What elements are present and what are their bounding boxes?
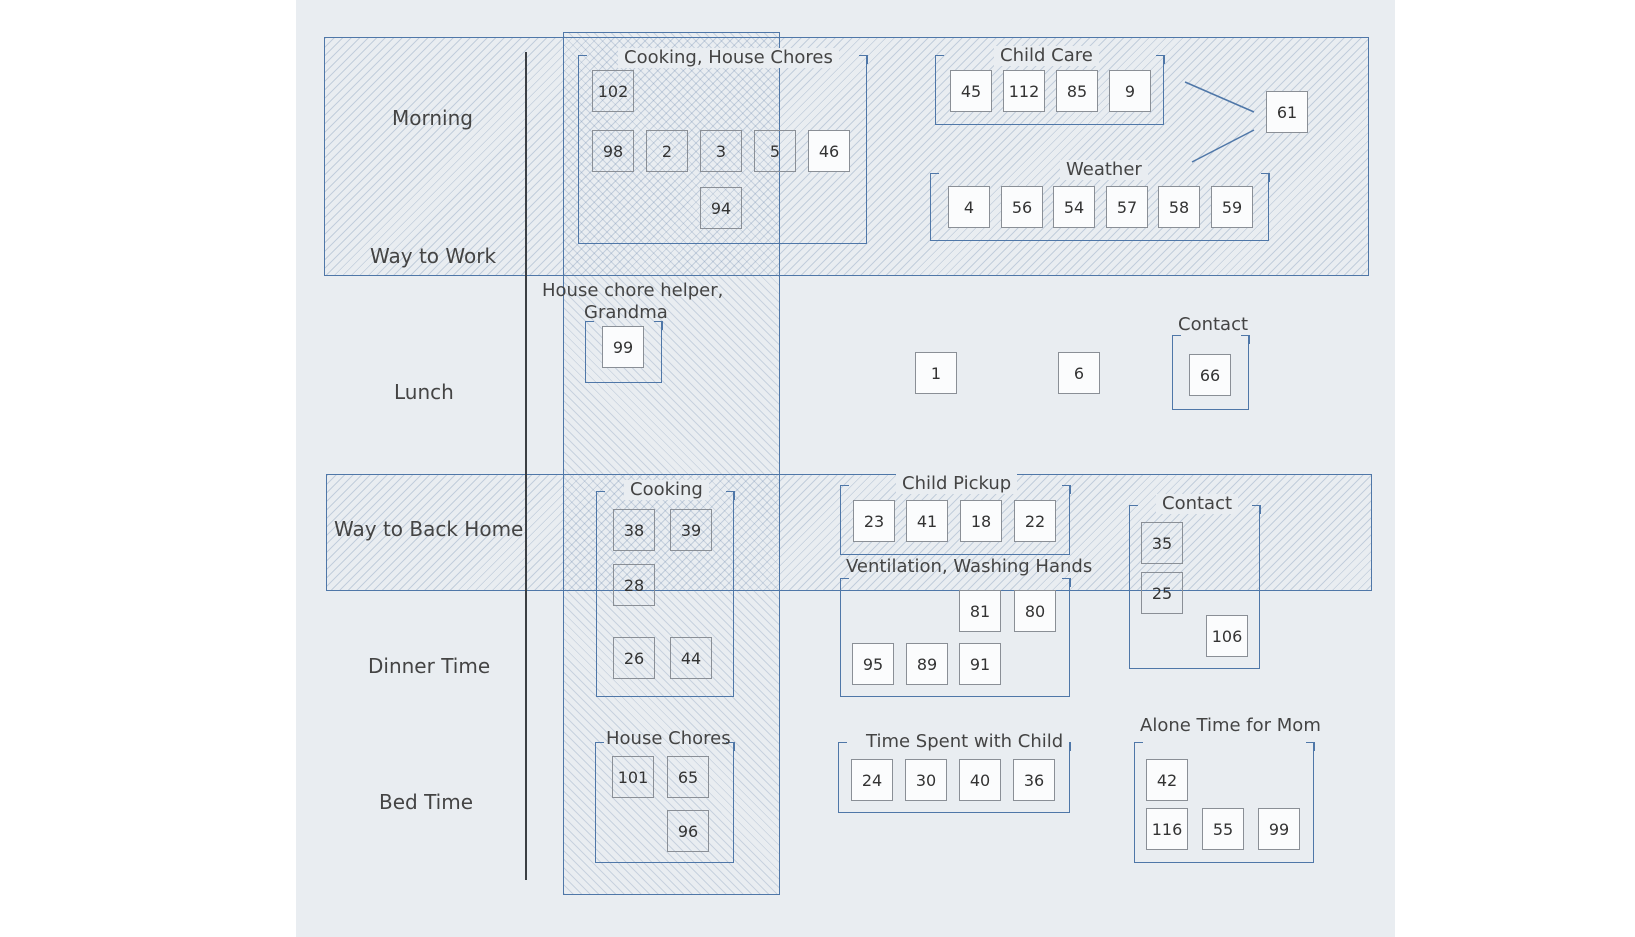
item-4: 4 [948, 186, 990, 228]
item-26: 26 [613, 637, 655, 679]
item-95: 95 [852, 643, 894, 685]
item-44: 44 [670, 637, 712, 679]
item-99-alone: 99 [1258, 808, 1300, 850]
row-label-bed: Bed Time [379, 790, 474, 814]
group-title-helper-line1: House chore helper, [542, 280, 724, 301]
item-5: 5 [754, 130, 796, 172]
item-46: 46 [808, 130, 850, 172]
group-title-alone-time: Alone Time for Mom [1140, 715, 1321, 736]
item-80: 80 [1014, 590, 1056, 632]
group-title-weather: Weather [1060, 160, 1148, 180]
item-99-helper: 99 [602, 326, 644, 368]
group-weather [929, 173, 1270, 241]
item-1: 1 [915, 352, 957, 394]
item-96: 96 [667, 810, 709, 852]
item-54: 54 [1053, 186, 1095, 228]
item-66: 66 [1189, 354, 1231, 396]
row-label-way-back-home: Way to Back Home [334, 517, 524, 541]
item-39: 39 [670, 509, 712, 551]
group-house-chores-bed [594, 742, 735, 863]
item-94: 94 [700, 187, 742, 229]
group-title-contact-lunch: Contact [1172, 315, 1255, 335]
item-9: 9 [1109, 70, 1151, 112]
item-3: 3 [700, 130, 742, 172]
group-title-house-chores-bed: House Chores [606, 728, 731, 749]
item-61: 61 [1266, 91, 1308, 133]
item-22: 22 [1014, 500, 1056, 542]
item-36: 36 [1013, 759, 1055, 801]
item-102: 102 [592, 70, 634, 112]
group-title-cooking-house-chores: Cooking, House Chores [618, 48, 839, 68]
item-24: 24 [851, 759, 893, 801]
way-back-home-band [326, 474, 1372, 591]
item-45: 45 [950, 70, 992, 112]
group-title-child-pickup: Child Pickup [896, 474, 1018, 494]
group-title-ventilation: Ventilation, Washing Hands [846, 556, 1093, 577]
item-112: 112 [1003, 70, 1045, 112]
item-58: 58 [1158, 186, 1200, 228]
item-41: 41 [906, 500, 948, 542]
row-label-way-to-work: Way to Work [370, 244, 497, 268]
item-38: 38 [613, 509, 655, 551]
timeline-axis [525, 52, 527, 880]
item-2: 2 [646, 130, 688, 172]
item-56: 56 [1001, 186, 1043, 228]
group-title-helper-line2: Grandma [584, 302, 668, 323]
house-chores-column [563, 32, 780, 895]
group-title-time-with-child: Time Spent with Child [860, 732, 1070, 752]
item-59: 59 [1211, 186, 1253, 228]
group-title-contact-evening: Contact [1156, 494, 1239, 514]
group-cooking-evening [595, 491, 735, 697]
item-25: 25 [1141, 572, 1183, 614]
item-28: 28 [613, 564, 655, 606]
item-30: 30 [905, 759, 947, 801]
item-6: 6 [1058, 352, 1100, 394]
item-101: 101 [612, 756, 654, 798]
item-116: 116 [1146, 808, 1188, 850]
item-91: 91 [959, 643, 1001, 685]
item-23: 23 [853, 500, 895, 542]
row-label-morning: Morning [392, 106, 473, 130]
item-81: 81 [959, 590, 1001, 632]
group-alone-time [1133, 742, 1315, 863]
group-child-care [934, 55, 1165, 125]
item-57: 57 [1106, 186, 1148, 228]
item-89: 89 [906, 643, 948, 685]
item-98: 98 [592, 130, 634, 172]
item-65: 65 [667, 756, 709, 798]
item-55: 55 [1202, 808, 1244, 850]
item-42: 42 [1146, 759, 1188, 801]
item-106: 106 [1206, 615, 1248, 657]
group-cooking-house-chores [577, 55, 868, 244]
group-ventilation [839, 578, 1071, 697]
group-contact-lunch [1171, 335, 1250, 410]
group-child-pickup [839, 485, 1071, 555]
group-title-cooking-evening: Cooking [624, 480, 709, 500]
item-85: 85 [1056, 70, 1098, 112]
group-house-chore-helper [584, 321, 663, 383]
row-label-dinner: Dinner Time [368, 654, 491, 678]
item-35: 35 [1141, 522, 1183, 564]
item-40: 40 [959, 759, 1001, 801]
group-contact-evening [1128, 505, 1261, 669]
item-18: 18 [960, 500, 1002, 542]
group-title-child-care: Child Care [994, 46, 1099, 66]
row-label-lunch: Lunch [394, 380, 454, 404]
